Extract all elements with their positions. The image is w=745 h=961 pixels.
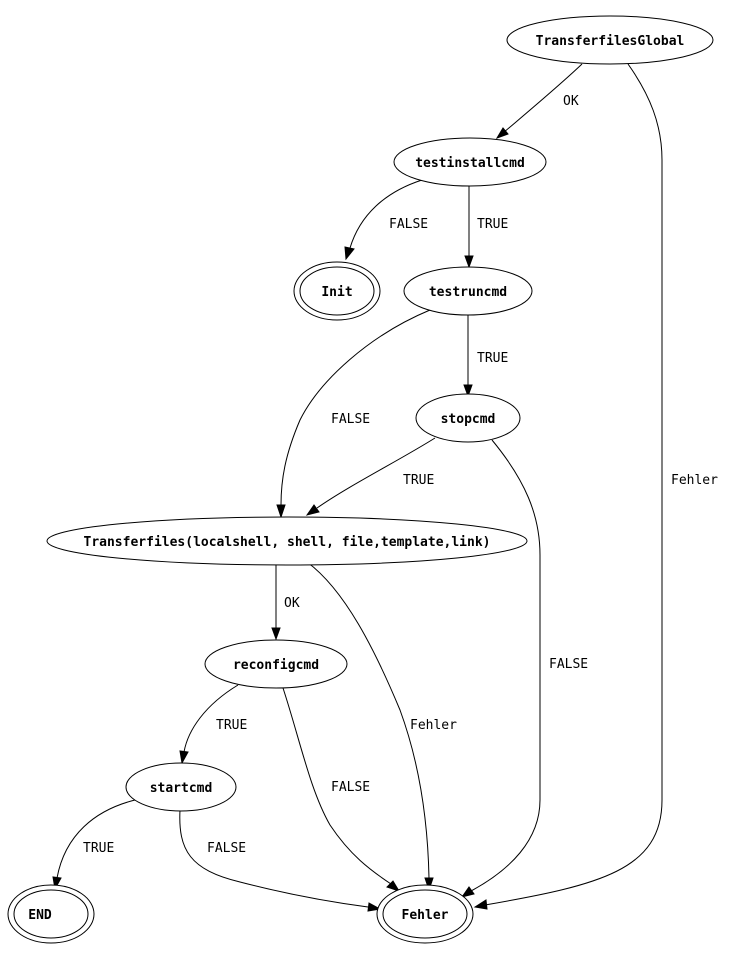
edge-global-to-testinstall: OK xyxy=(495,63,583,139)
edge-start-to-fehler: FALSE xyxy=(179,809,382,912)
edge-label-false: FALSE xyxy=(549,657,588,672)
edge-label-true: TRUE xyxy=(83,841,114,856)
node-label: TransferfilesGlobal xyxy=(536,34,685,49)
edge-stop-to-transferfiles: TRUE xyxy=(305,437,436,516)
edge-testinstall-to-testrun: TRUE xyxy=(464,185,508,269)
node-testinstallcmd[interactable]: testinstallcmd xyxy=(393,137,547,187)
edge-transferfiles-to-reconfig: OK xyxy=(271,564,300,641)
edge-label-false: FALSE xyxy=(331,780,370,795)
edge-label-true: TRUE xyxy=(477,351,508,366)
node-reconfigcmd[interactable]: reconfigcmd xyxy=(204,639,348,689)
edge-label-fehler: Fehler xyxy=(671,473,718,488)
node-transferfiles[interactable]: Transferfiles(localshell, shell, file,te… xyxy=(46,516,528,566)
node-startcmd[interactable]: startcmd xyxy=(125,762,237,812)
node-label: Init xyxy=(321,285,352,300)
node-label: reconfigcmd xyxy=(233,658,319,673)
edge-reconfig-to-start: TRUE xyxy=(179,684,247,765)
edge-testrun-to-stop: TRUE xyxy=(463,314,508,398)
edge-label-ok: OK xyxy=(284,596,300,611)
edge-label-fehler: Fehler xyxy=(410,718,457,733)
edge-label-true: TRUE xyxy=(403,473,434,488)
edge-start-to-end: TRUE xyxy=(52,799,136,891)
node-label: stopcmd xyxy=(441,412,496,427)
node-stopcmd[interactable]: stopcmd xyxy=(415,393,521,443)
edge-label-false: FALSE xyxy=(389,217,428,232)
node-label: testinstallcmd xyxy=(415,156,525,171)
edge-label-false: FALSE xyxy=(207,841,246,856)
edge-label-true: TRUE xyxy=(216,718,247,733)
edge-testinstall-to-init: FALSE xyxy=(344,179,428,261)
node-fehler[interactable]: Fehler xyxy=(376,884,474,944)
edge-transferfiles-to-fehler: Fehler xyxy=(306,561,457,892)
node-transferfiles-global[interactable]: TransferfilesGlobal xyxy=(506,15,714,65)
node-label: Fehler xyxy=(402,908,449,923)
edge-label-false: FALSE xyxy=(331,412,370,427)
node-init[interactable]: Init xyxy=(293,261,381,321)
node-label: Transferfiles(localshell, shell, file,te… xyxy=(84,535,491,550)
edge-label-true: TRUE xyxy=(477,217,508,232)
node-label: END xyxy=(28,908,52,923)
node-label: testruncmd xyxy=(429,285,507,300)
edge-stop-to-fehler: FALSE xyxy=(460,439,588,898)
edge-global-to-fehler: Fehler xyxy=(473,63,718,910)
node-label: startcmd xyxy=(150,781,213,796)
node-testruncmd[interactable]: testruncmd xyxy=(403,266,533,316)
edge-label-ok: OK xyxy=(563,94,579,109)
edge-testrun-to-transferfiles: FALSE xyxy=(276,309,431,519)
edge-reconfig-to-fehler: FALSE xyxy=(282,687,401,892)
node-end[interactable]: END xyxy=(7,884,95,944)
